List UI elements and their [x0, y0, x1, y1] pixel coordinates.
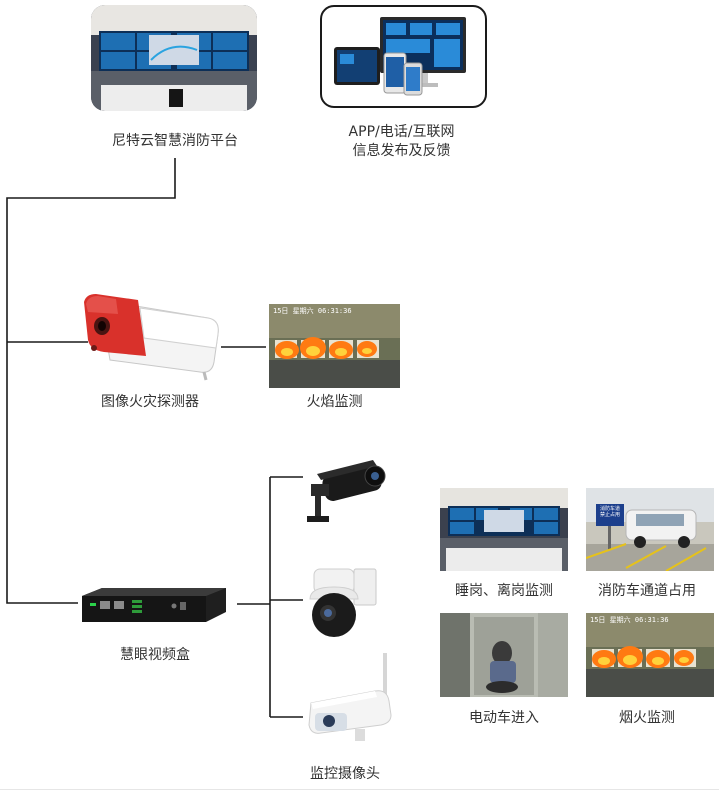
line-platform-trunk — [6, 158, 176, 604]
devices-frame — [320, 5, 487, 108]
flame-photo: 15日 星期六 06:31:36 — [269, 304, 400, 388]
ebike-photo — [440, 613, 568, 697]
smoke-photo: 15日 星期六 06:31:36 — [586, 613, 714, 697]
passage-label: 消防车通道占用 — [598, 583, 696, 599]
bottom-divider — [0, 789, 719, 790]
dome-camera-image — [309, 568, 377, 637]
platform-label: 尼特云智慧消防平台 — [112, 133, 238, 149]
devices-illustration — [334, 17, 466, 96]
flame-label: 火焰监测 — [306, 394, 363, 410]
sleep-label: 睡岗、离岗监测 — [455, 583, 553, 599]
ebike-label: 电动车进入 — [469, 710, 539, 726]
app-label-line1: APP/电话/互联网 — [348, 124, 455, 140]
passage-sign-text: 消防车道 禁止占用 — [599, 506, 620, 518]
app-label-line2: 信息发布及反馈 — [352, 143, 451, 159]
sleep-photo — [440, 488, 568, 571]
wifi-camera-image — [308, 653, 392, 741]
smoke-label: 烟火监测 — [619, 710, 675, 726]
control-room-photo — [91, 5, 257, 111]
flame-timestamp: 15日 星期六 06:31:36 — [273, 307, 352, 315]
bullet-camera-image — [307, 460, 386, 522]
box-label: 慧眼视频盒 — [120, 647, 190, 663]
smoke-timestamp: 15日 星期六 06:31:36 — [590, 616, 669, 624]
fire-detector-image — [84, 294, 219, 381]
passage-photo: 消防车道 禁止占用 — [586, 488, 714, 571]
line-camera-bus — [269, 476, 303, 718]
detector-label: 图像火灾探测器 — [101, 394, 199, 410]
cameras-label: 监控摄像头 — [310, 766, 380, 782]
video-box-image — [82, 588, 226, 622]
